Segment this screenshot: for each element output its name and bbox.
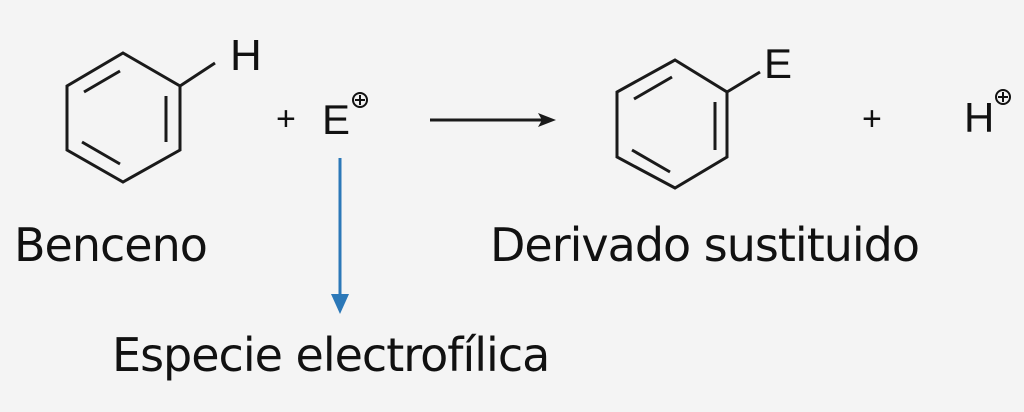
proton-symbol: H: [964, 94, 994, 141]
benzene-label: Benceno: [14, 218, 208, 272]
substituted-benzene-ring: [615, 58, 761, 190]
product-label: Derivado sustituido: [490, 218, 920, 272]
reaction-arrow: [430, 113, 556, 127]
electrophile-symbol: E: [322, 96, 350, 143]
positive-charge-icon: [352, 92, 368, 108]
plus-sign-product: +: [862, 100, 882, 138]
pointer-arrow: [331, 158, 349, 314]
positive-charge-icon: [995, 89, 1011, 105]
hydrogen-atom: H: [230, 31, 262, 80]
benzene-ring: [65, 51, 216, 184]
electrophile-label: Especie electrofílica: [112, 328, 550, 382]
plus-sign: +: [276, 100, 296, 138]
electrophile-substituent: E: [764, 40, 792, 87]
